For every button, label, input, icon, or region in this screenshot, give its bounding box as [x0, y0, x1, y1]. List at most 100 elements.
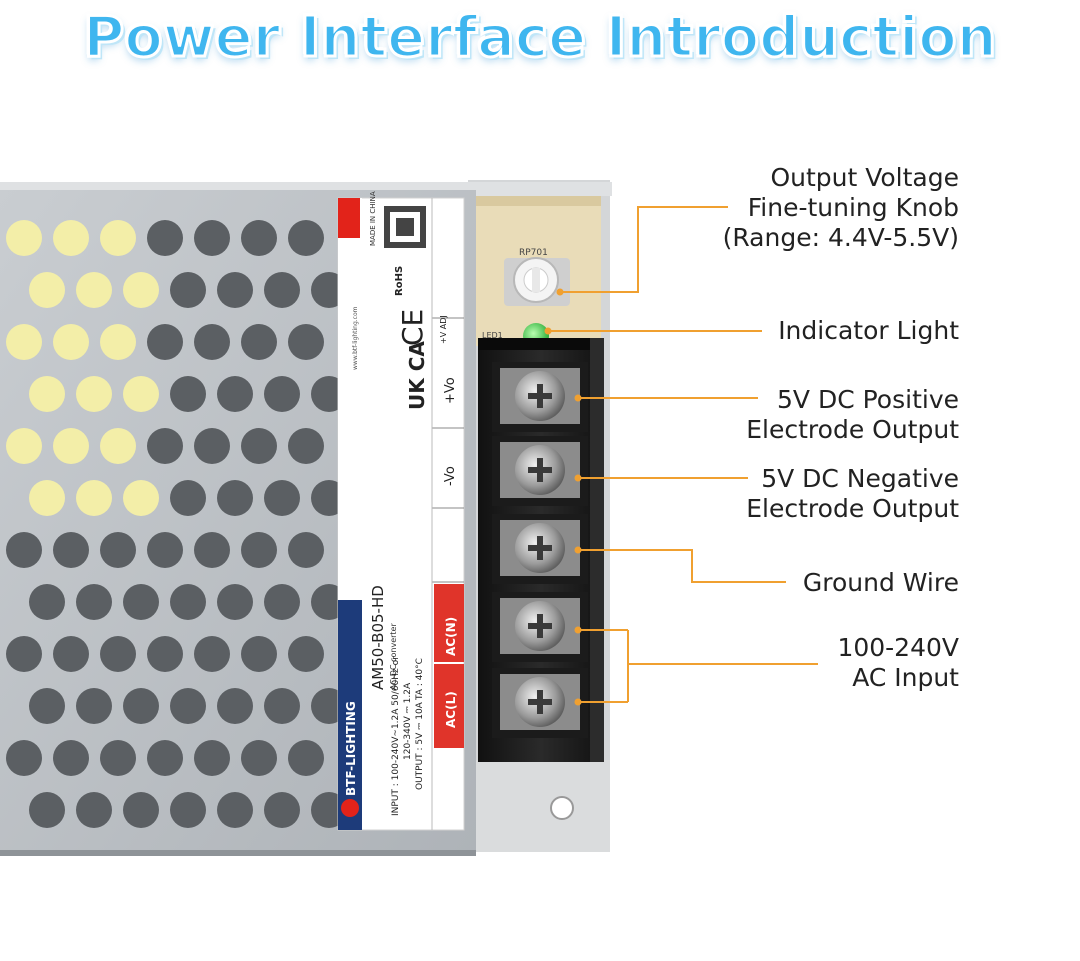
vent-hole: [6, 532, 42, 568]
label-model: AM50-B05-HD: [369, 585, 387, 690]
vent-hole: [6, 220, 42, 256]
callout-lines: [544, 206, 818, 706]
vent-hole: [123, 272, 159, 308]
label-company: SHENZHEN BTF-LIGHTING TECHNOLOGY CO.,LIM…: [341, 284, 349, 470]
vent-hole: [6, 428, 42, 464]
vent-hole: [100, 532, 136, 568]
vent-hole: [264, 584, 300, 620]
vent-hole: [53, 532, 89, 568]
vent-hole: [170, 272, 206, 308]
vent-hole: [241, 324, 277, 360]
label-output: OUTPUT : 5V ⎓ 10A: [415, 701, 425, 790]
vent-hole: [123, 376, 159, 412]
vent-hole: [147, 740, 183, 776]
vent-hole: [194, 636, 230, 672]
vent-hole: [100, 740, 136, 776]
label-brand: BTF-LIGHTING: [344, 701, 358, 796]
vent-hole: [6, 740, 42, 776]
vent-hole: [29, 584, 65, 620]
page-title: Power Interface Introduction: [82, 4, 998, 72]
vent-hole: [241, 428, 277, 464]
vent-hole: [217, 584, 253, 620]
label-ukca: UK CA: [405, 341, 429, 410]
callout-negative-output: 5V DC Negative Electrode Output: [746, 464, 959, 523]
vent-hole: [217, 480, 253, 516]
vent-hole: [53, 324, 89, 360]
vent-hole: [147, 324, 183, 360]
vent-hole: [288, 324, 324, 360]
vent-hole: [288, 532, 324, 568]
callout-dot: [574, 698, 582, 706]
vent-hole: [217, 272, 253, 308]
vent-hole: [53, 220, 89, 256]
vent-hole: [194, 740, 230, 776]
vent-hole: [29, 480, 65, 516]
vent-hole: [241, 636, 277, 672]
callout-line-knob: [560, 206, 728, 293]
vent-hole: [53, 740, 89, 776]
callout-dot: [574, 546, 582, 554]
vent-hole: [241, 220, 277, 256]
brand-logo: [341, 799, 359, 817]
callout-dot: [574, 394, 582, 402]
vent-hole: [123, 480, 159, 516]
vent-hole: [264, 480, 300, 516]
vent-hole: [76, 792, 112, 828]
label-website: www.btf-lighting.com: [352, 306, 359, 370]
vent-hole: [147, 532, 183, 568]
vent-hole: [76, 688, 112, 724]
vent-hole: [217, 792, 253, 828]
callout-knob: Output Voltage Fine-tuning Knob (Range: …: [722, 163, 959, 252]
adjustment-knob[interactable]: [504, 257, 570, 306]
vent-hole: [264, 376, 300, 412]
vent-hole: [100, 220, 136, 256]
vent-hole: [264, 272, 300, 308]
vent-hole: [29, 792, 65, 828]
vent-hole: [264, 688, 300, 724]
label-vo-minus: -Vo: [443, 466, 458, 486]
vent-hole: [170, 688, 206, 724]
label-input2: 120-340V ⎓ 1.2A: [403, 682, 413, 760]
callout-dot: [574, 626, 582, 634]
vent-hole: [194, 324, 230, 360]
vent-hole: [123, 792, 159, 828]
vent-hole: [264, 792, 300, 828]
callout-dot: [574, 474, 582, 482]
vent-hole: [123, 688, 159, 724]
vent-hole: [100, 636, 136, 672]
label-acn: AC(N): [444, 617, 458, 656]
rp701-label: RP701: [519, 248, 548, 258]
vent-hole: [100, 428, 136, 464]
vent-hole: [170, 480, 206, 516]
callout-dot: [544, 327, 552, 335]
label-rohs: RoHS: [394, 266, 405, 296]
vent-hole: [53, 428, 89, 464]
vent-hole: [170, 584, 206, 620]
callout-ground-wire: Ground Wire: [802, 568, 959, 597]
vent-hole: [217, 376, 253, 412]
label-made-in: MADE IN CHINA: [369, 191, 377, 246]
vent-hole: [76, 480, 112, 516]
vent-hole: [29, 376, 65, 412]
vent-hole: [6, 636, 42, 672]
vent-hole: [194, 220, 230, 256]
vent-hole: [6, 324, 42, 360]
label-ce: CE: [396, 309, 429, 346]
label-type: AC-DC converter: [389, 623, 398, 690]
product-label: [337, 197, 465, 831]
mount-hole: [550, 796, 574, 820]
vent-hole: [100, 324, 136, 360]
label-input: INPUT : 100-240V~1.2A 50/60Hz or: [391, 656, 401, 816]
vent-hole: [170, 792, 206, 828]
vent-hole: [123, 584, 159, 620]
vent-hole: [288, 220, 324, 256]
vent-hole: [288, 428, 324, 464]
vent-hole: [217, 688, 253, 724]
label-acl: AC(L): [444, 691, 458, 728]
vent-hole: [76, 272, 112, 308]
label-adj: +V ADJ: [439, 315, 448, 344]
callout-positive-output: 5V DC Positive Electrode Output: [746, 385, 959, 444]
callout-indicator-light: Indicator Light: [778, 316, 959, 345]
vent-hole: [241, 740, 277, 776]
